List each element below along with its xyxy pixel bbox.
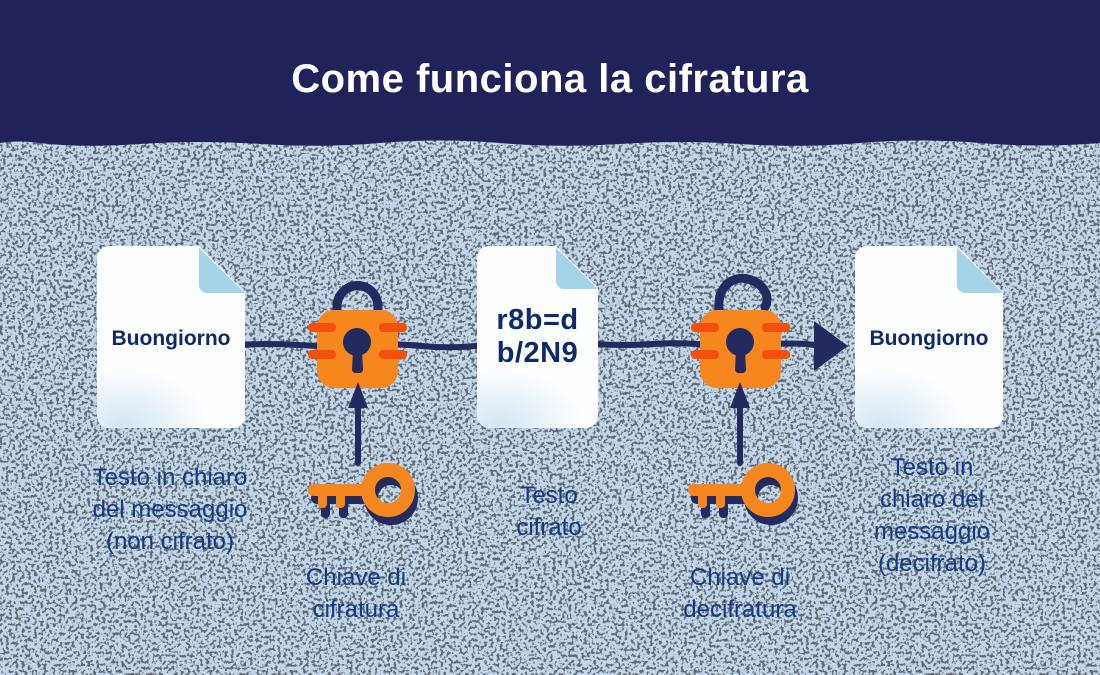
key-icon	[308, 463, 418, 525]
label-plaintext: Testo in chiaro del messaggio (non cifra…	[92, 464, 248, 555]
decrypted-message: Buongiorno	[869, 327, 989, 350]
header-torn-edge	[0, 136, 1100, 146]
page-title: Come funciona la cifratura	[291, 56, 809, 101]
label-encryption-key: Chiave di cifratura	[305, 564, 407, 623]
ciphertext-document: r8b=d b/2N9	[477, 246, 598, 428]
arrow-up-icon	[348, 382, 368, 466]
plaintext-document: Buongiorno	[97, 246, 245, 428]
header-band: Come funciona la cifratura	[0, 0, 1100, 136]
ciphertext-message: r8b=d b/2N9	[496, 304, 579, 369]
lock-open-icon	[691, 273, 790, 388]
label-decryption-key: Chiave di decifratura	[683, 564, 797, 623]
label-ciphertext: Testo cifrato	[516, 482, 582, 541]
arrow-right-icon	[814, 321, 848, 371]
arrow-up-icon	[730, 382, 750, 466]
plaintext-message: Buongiorno	[111, 327, 231, 350]
label-decrypted-text: Testo in chiaro del messaggio (decifrato…	[873, 454, 991, 577]
lock-closed-icon	[308, 280, 407, 388]
decrypted-document: Buongiorno	[855, 246, 1003, 428]
key-icon	[688, 463, 798, 525]
